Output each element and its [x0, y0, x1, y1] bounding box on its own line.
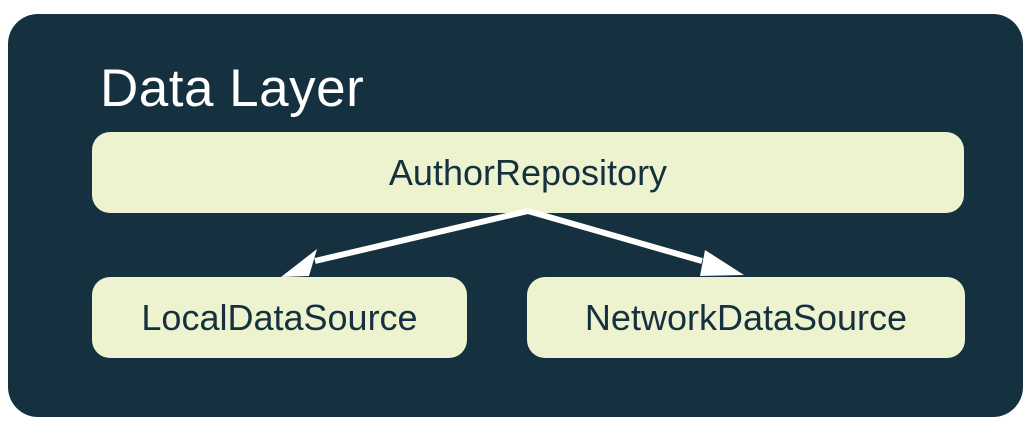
diagram-title: Data Layer	[100, 59, 365, 118]
node-network-data-source: NetworkDataSource	[527, 277, 965, 358]
node-author-repository-label: AuthorRepository	[388, 151, 668, 193]
node-network-data-source-label: NetworkDataSource	[584, 296, 908, 338]
node-author-repository: AuthorRepository	[92, 132, 964, 213]
node-local-data-source-label: LocalDataSource	[141, 296, 418, 338]
node-local-data-source: LocalDataSource	[92, 277, 467, 358]
